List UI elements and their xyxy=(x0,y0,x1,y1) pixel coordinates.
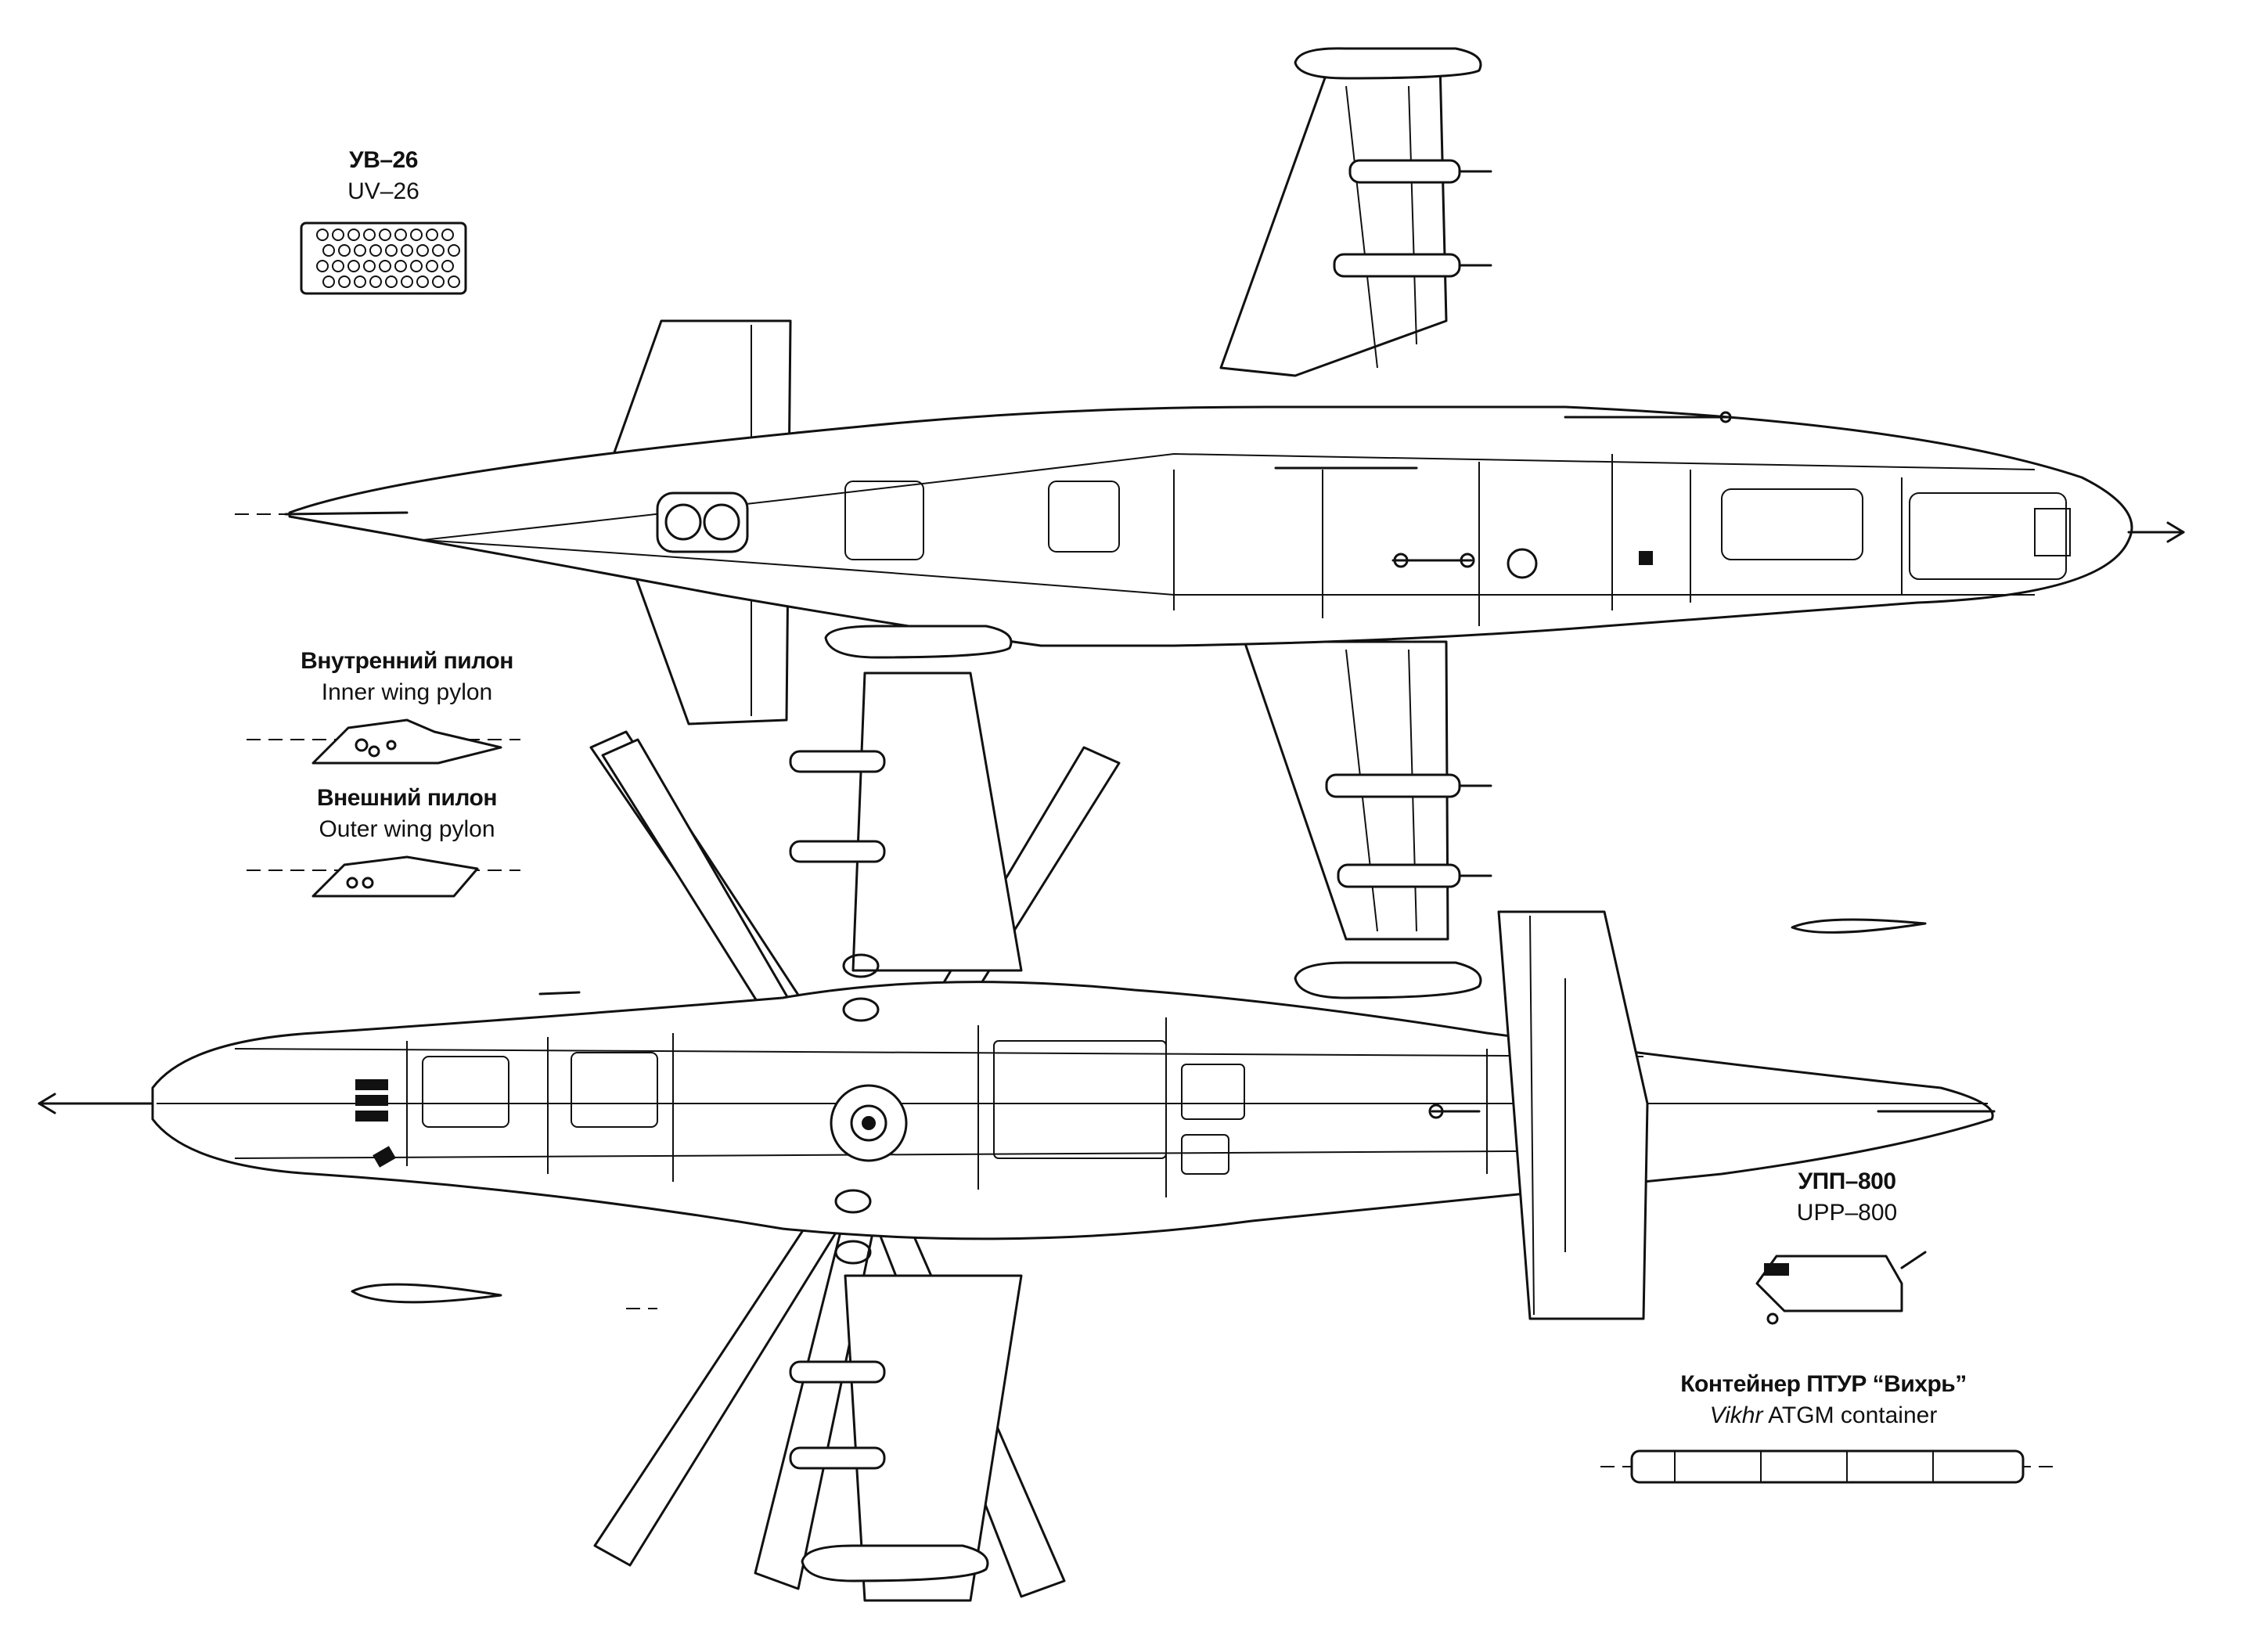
uv26-cell xyxy=(448,275,460,288)
uv26-cell xyxy=(316,229,329,241)
uv26-cell xyxy=(401,244,413,257)
rotor-hub xyxy=(830,953,908,1265)
uv26-cell xyxy=(441,229,454,241)
uv26-cell xyxy=(410,260,423,272)
inner-pylon-ru: Внутренний пилон xyxy=(301,648,513,674)
uv26-cell xyxy=(448,244,460,257)
uv26-cells xyxy=(316,229,460,288)
uv26-cell xyxy=(410,229,423,241)
upper-wing-top xyxy=(1219,47,1492,377)
uv26-cell xyxy=(354,244,366,257)
uv26-cell xyxy=(385,275,398,288)
upp800-detail xyxy=(1755,1251,1927,1325)
airfoil-section-bottom xyxy=(351,1283,502,1304)
inner-pylon-detail xyxy=(247,718,520,765)
pylon-store-3 xyxy=(1325,773,1492,798)
pylon-store-1 xyxy=(1348,159,1492,184)
uv26-cell xyxy=(322,275,335,288)
vikhr-en: Vikhr ATGM container xyxy=(1604,1402,2043,1429)
upp800-en: UPP–800 xyxy=(1796,1200,1898,1226)
airfoil-section-top xyxy=(1791,918,1927,934)
uv26-ru: УВ–26 xyxy=(349,147,418,173)
uv26-cell xyxy=(426,260,438,272)
lower-wing-bottom xyxy=(1235,617,1492,999)
uv26-cell xyxy=(416,275,429,288)
uv26-cell xyxy=(416,244,429,257)
fuselage-top-view xyxy=(151,981,1994,1240)
inner-pylon-en: Inner wing pylon xyxy=(321,679,493,705)
uv26-dispenser-detail xyxy=(300,221,467,295)
inner-pylon-label: Внутренний пилон Inner wing pylon xyxy=(266,648,548,706)
vikhr-ru: Контейнер ПТУР “Вихрь” xyxy=(1680,1371,1967,1397)
upp800-label: УПП–800 UPP–800 xyxy=(1761,1168,1933,1226)
uv26-en: UV–26 xyxy=(347,178,419,204)
bottom-view xyxy=(235,47,2185,999)
uv26-cell xyxy=(316,260,329,272)
uv26-cell xyxy=(441,260,454,272)
top-view xyxy=(38,625,1996,1602)
outer-pylon-en: Outer wing pylon xyxy=(319,816,495,842)
uv26-cell xyxy=(432,275,445,288)
vikhr-label: Контейнер ПТУР “Вихрь” Vikhr ATGM contai… xyxy=(1604,1371,2043,1429)
fuselage-bottom-view xyxy=(288,405,2133,647)
outer-pylon-ru: Внешний пилон xyxy=(317,785,497,811)
uv26-cell xyxy=(394,260,407,272)
uv26-cell xyxy=(379,229,391,241)
uv26-cell xyxy=(332,229,344,241)
uv26-cell xyxy=(354,275,366,288)
uv26-cell xyxy=(426,229,438,241)
uv26-cell xyxy=(369,275,382,288)
uv26-cell xyxy=(338,275,351,288)
outer-pylon-label: Внешний пилон Outer wing pylon xyxy=(266,785,548,843)
wing-top-view-upper xyxy=(789,625,1023,972)
horizontal-stabilizer-top-view xyxy=(1497,910,1649,1320)
uv26-cell xyxy=(347,229,360,241)
uv26-cell xyxy=(394,229,407,241)
outer-pylon-detail xyxy=(247,855,520,898)
uv26-cell xyxy=(401,275,413,288)
vikhr-container-detail xyxy=(1600,1449,2058,1484)
uv26-cell xyxy=(385,244,398,257)
uv26-cell xyxy=(379,260,391,272)
pylon-store-2 xyxy=(1333,253,1492,278)
vikhr-en-italic: Vikhr xyxy=(1709,1402,1763,1428)
uv26-cell xyxy=(432,244,445,257)
upp800-ru: УПП–800 xyxy=(1798,1168,1896,1194)
vikhr-en-rest: ATGM container xyxy=(1762,1402,1938,1428)
uv26-cell xyxy=(322,244,335,257)
pylon-store-4 xyxy=(1337,863,1492,888)
uv26-cell xyxy=(363,229,376,241)
uv26-cell xyxy=(338,244,351,257)
uv26-cell xyxy=(369,244,382,257)
uv26-cell xyxy=(332,260,344,272)
uv26-cell xyxy=(347,260,360,272)
uv26-cell xyxy=(363,260,376,272)
wing-top-view-lower xyxy=(789,1274,1023,1602)
tail-boom-tip-bottom-view xyxy=(284,511,409,516)
uv26-label: УВ–26 UV–26 xyxy=(313,147,454,205)
